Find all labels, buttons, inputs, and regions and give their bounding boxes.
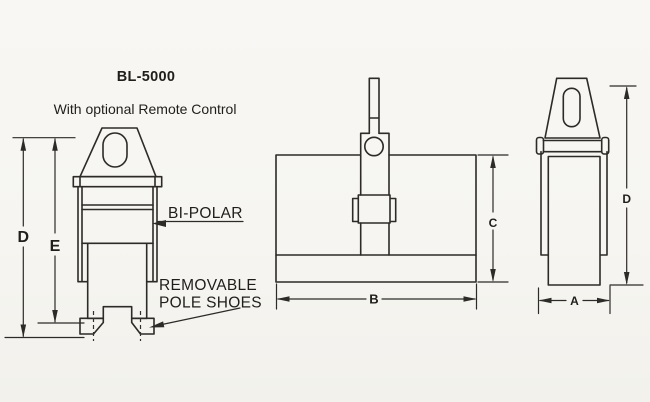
label-bipolar: BI-POLAR [152,205,244,227]
dimension-label-a: A [570,294,579,308]
rod-outline [368,77,380,135]
front-view [72,127,163,341]
arrowhead-up [20,137,27,151]
arrowhead-left [276,296,290,302]
pivot-pin-hole [363,136,384,157]
dimension-d-end: D [609,85,644,286]
dimension-label-d-front: D [18,229,30,246]
base-plate [275,254,477,283]
arrowhead-up [490,155,496,168]
arrowhead-up [52,137,58,151]
stem-outline [359,132,390,256]
pole-shoes-arrowhead [149,321,165,328]
arrowhead-down [20,324,27,338]
clamp-cap-left [535,136,545,155]
dimension-a: A [537,285,611,315]
dimension-e: E [37,137,85,324]
side-view [275,77,477,283]
bipolar-arrowhead [152,220,166,227]
dimension-label-c: C [489,216,498,230]
end-view [535,77,610,286]
dimension-label-e: E [50,238,61,255]
handle-knob [351,194,397,224]
lifting-lug-outline [544,77,601,139]
clamp-cap-right [600,136,610,155]
bolt-centerlines [92,311,142,341]
pole-shoe-left [79,317,105,335]
arrowhead-right [597,297,610,304]
dimension-label-b: B [369,292,378,307]
core-sides [86,242,148,320]
shackle-slot [562,87,581,128]
pole-shoe-right [130,317,155,335]
bipolar-text: BI-POLAR [168,205,243,222]
body-and-pole [540,150,608,286]
arrowhead-down [52,310,58,323]
dimension-c: C [477,154,509,283]
label-removable-pole-shoes: REMOVABLE POLE SHOES [149,277,262,328]
dimension-label-d-end: D [622,192,631,206]
page-subtitle: With optional Remote Control [54,101,237,117]
arrowhead-up [623,86,630,99]
dimension-b: B [275,283,478,310]
pole-divider-lines [81,204,154,211]
arrowhead-right [463,296,477,302]
dim-extension-lines [537,285,611,315]
removable-text-line1: REMOVABLE [159,277,257,294]
arrowhead-left [538,297,552,304]
body-outline [275,154,477,256]
arrowhead-down [490,269,496,282]
removable-text-line2: POLE SHOES [159,295,262,312]
core-bottom-notch [86,305,148,320]
side-plates [77,185,158,283]
clamp-bar [72,175,163,188]
pole-shoes-leader-line [161,307,241,326]
page-title: BL-5000 [117,69,176,85]
dim-extension-lines [609,85,644,286]
dimension-d-front: D [4,137,85,339]
clamp-band [542,139,603,153]
lifting-lug-outline [79,127,157,178]
arrowhead-down [623,272,630,285]
dim-extension-lines [275,283,478,310]
shackle-hole [102,132,128,168]
